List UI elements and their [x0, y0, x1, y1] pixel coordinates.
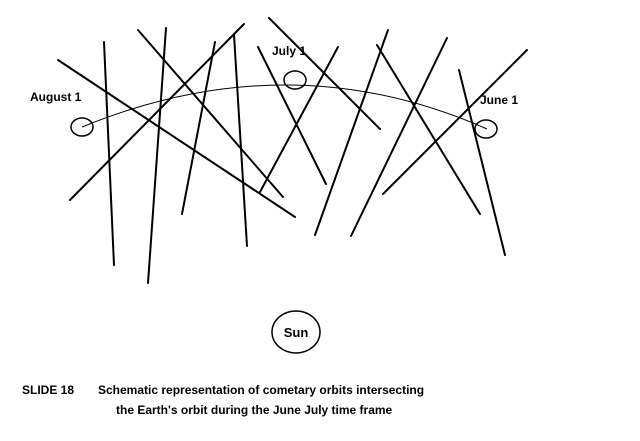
earth-position-june — [474, 119, 498, 139]
comet-orbit-line — [382, 49, 528, 195]
earth-position-july — [283, 70, 307, 90]
comet-orbit-line — [350, 37, 448, 237]
sun-circle — [271, 310, 321, 354]
earth-orbit-arc — [81, 84, 488, 130]
caption-line-1: Schematic representation of cometary orb… — [98, 383, 425, 397]
caption-line-2: the Earth's orbit during the June July t… — [116, 403, 393, 417]
comet-orbit-line — [259, 46, 339, 193]
comet-orbit-line — [181, 41, 216, 215]
earth-position-august — [70, 117, 94, 137]
comet-orbit-line — [257, 46, 327, 185]
comet-orbit-line — [57, 59, 296, 218]
comet-orbits — [57, 17, 528, 284]
comet-orbit-line — [137, 29, 284, 198]
comet-orbit-line — [314, 29, 389, 236]
comet-orbit-line — [458, 69, 506, 256]
comet-orbit-line — [69, 23, 245, 201]
label-sun: Sun — [284, 325, 309, 340]
comet-orbit-line — [147, 27, 167, 284]
comet-orbit-line — [376, 44, 481, 215]
label-august: August 1 — [30, 90, 82, 104]
comet-orbit-line — [103, 41, 115, 266]
comet-orbit-line — [233, 34, 248, 247]
label-june: June 1 — [480, 93, 518, 107]
caption-slide-number: SLIDE 18 — [22, 383, 75, 397]
label-july: July 1 — [272, 44, 306, 58]
